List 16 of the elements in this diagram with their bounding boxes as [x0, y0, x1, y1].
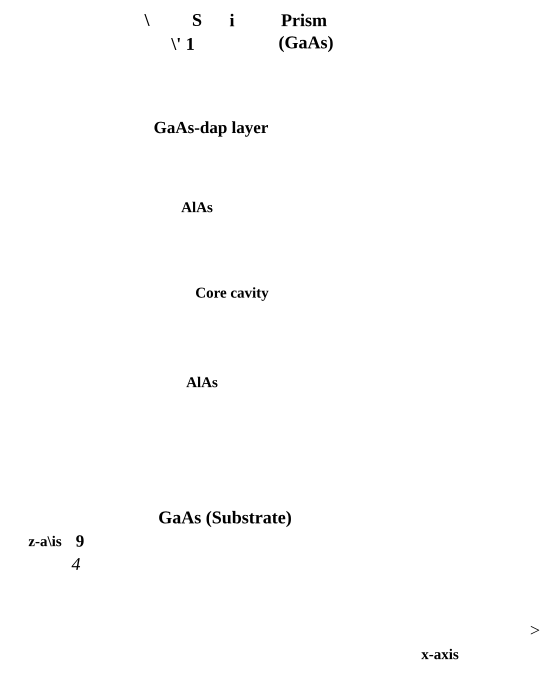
label-text: 4 — [72, 558, 80, 570]
label-text: z-a\is — [28, 536, 62, 546]
label-text: > — [530, 626, 540, 635]
label-text: AlAs — [186, 376, 218, 388]
label-text: Prism — [281, 14, 327, 26]
label-text: \' 1 — [171, 38, 194, 50]
label-text: GaAs (Substrate) — [159, 510, 291, 528]
label-text: Core cavity — [196, 287, 269, 301]
label-text: \ — [144, 14, 150, 26]
label-text: AlAs — [181, 202, 212, 212]
label-text: 9 — [76, 535, 84, 547]
label-text: GaAs-dap layer — [154, 121, 268, 137]
label-text: x-axis — [421, 648, 458, 660]
label-text: i — [230, 14, 234, 26]
label-text: S — [192, 14, 202, 26]
label-text: (GaAs) — [279, 36, 333, 52]
